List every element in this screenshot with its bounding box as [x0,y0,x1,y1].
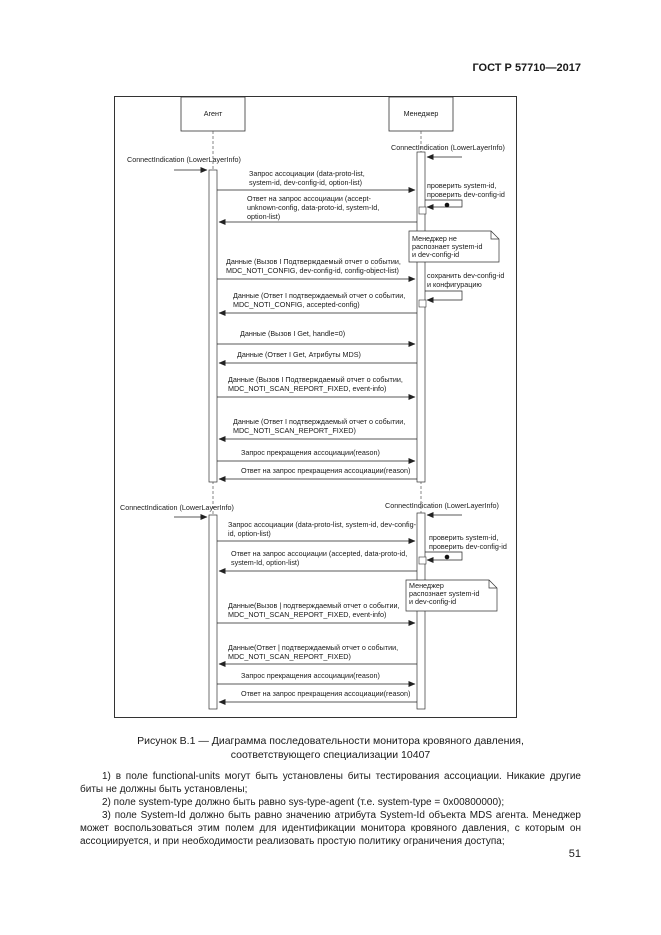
message-release-request-2: Запрос прекращения ассоциации(reason) [241,671,380,680]
caption-line-1: Рисунок В.1 — Диаграмма последовательнос… [137,735,524,747]
manager-label: Менеджер [404,109,439,118]
message-get-request: Данные (Вызов I Get, handle=0) [240,329,345,338]
diagram-frame [114,96,517,718]
agent-activation-1 [208,169,218,483]
paragraph-2: 2) поле system-type должно быть равно sy… [102,797,505,808]
message-scan-report-2: Данные(Вызов | подтверждаемый отчет о со… [228,601,399,619]
message-release-response-2: Ответ на запрос прекращения ассоциации(r… [241,689,410,698]
connect-indication-agent-1: ConnectIndication (LowerLayerInfo) [127,155,241,164]
caption-line-2: соответствующего специализации 10407 [230,749,431,761]
document-code: ГОСТ Р 57710—2017 [472,62,581,74]
message-scan-response-1: Данные (Ответ I подтверждаемый отчет о с… [233,417,405,435]
message-get-response: Данные (Ответ I Get, Атрибуты MDS) [237,350,361,359]
connect-indication-manager-2: ConnectIndication (LowerLayerInfo) [385,501,499,510]
manager-activation-1 [416,151,426,483]
check-ids-1: проверить system-id,проверить dev-config… [427,181,505,199]
page-number: 51 [568,848,581,860]
agent-box [180,96,246,132]
message-release-response-1: Ответ на запрос прекращения ассоциации(r… [241,466,410,475]
message-release-request-1: Запрос прекращения ассоциации(reason) [241,448,380,457]
message-scan-report-1: Данные (Вызов I Подтверждаемый отчет о с… [228,375,403,393]
agent-label: Агент [204,109,223,118]
message-association-response-2: Ответ на запрос ассоциации (accepted, da… [231,549,407,567]
message-scan-response-2: Данные(Ответ | подтверждаемый отчет о со… [228,643,398,661]
figure-caption: Рисунок В.1 — Диаграмма последовательнос… [80,734,581,762]
check-ids-2: проверить system-id,проверить dev-config… [429,533,507,551]
message-association-response-1: Ответ на запрос ассоциации (accept-unkno… [247,194,379,221]
message-association-request-1: Запрос ассоциации (data-proto-list,syste… [249,169,365,187]
note-manager-not-recognize [408,230,500,263]
message-config-response: Данные (Ответ I подтверждаемый отчет о с… [233,291,405,309]
paragraph-1: 1) в поле functional-units могут быть ус… [80,771,581,795]
connect-indication-agent-2: ConnectIndication (LowerLayerInfo) [120,503,234,512]
agent-activation-2 [208,514,218,710]
message-association-request-2: Запрос ассоциации (data-proto-list, syst… [228,520,417,538]
connect-indication-manager-1: ConnectIndication (LowerLayerInfo) [391,143,505,152]
note-manager-recognizes [405,579,498,612]
manager-box [388,96,454,132]
message-config-report: Данные (Вызов I Подтверждаемый отчет о с… [226,257,401,275]
paragraph-3: 3) поле System-Id должно быть равно знач… [80,810,581,847]
